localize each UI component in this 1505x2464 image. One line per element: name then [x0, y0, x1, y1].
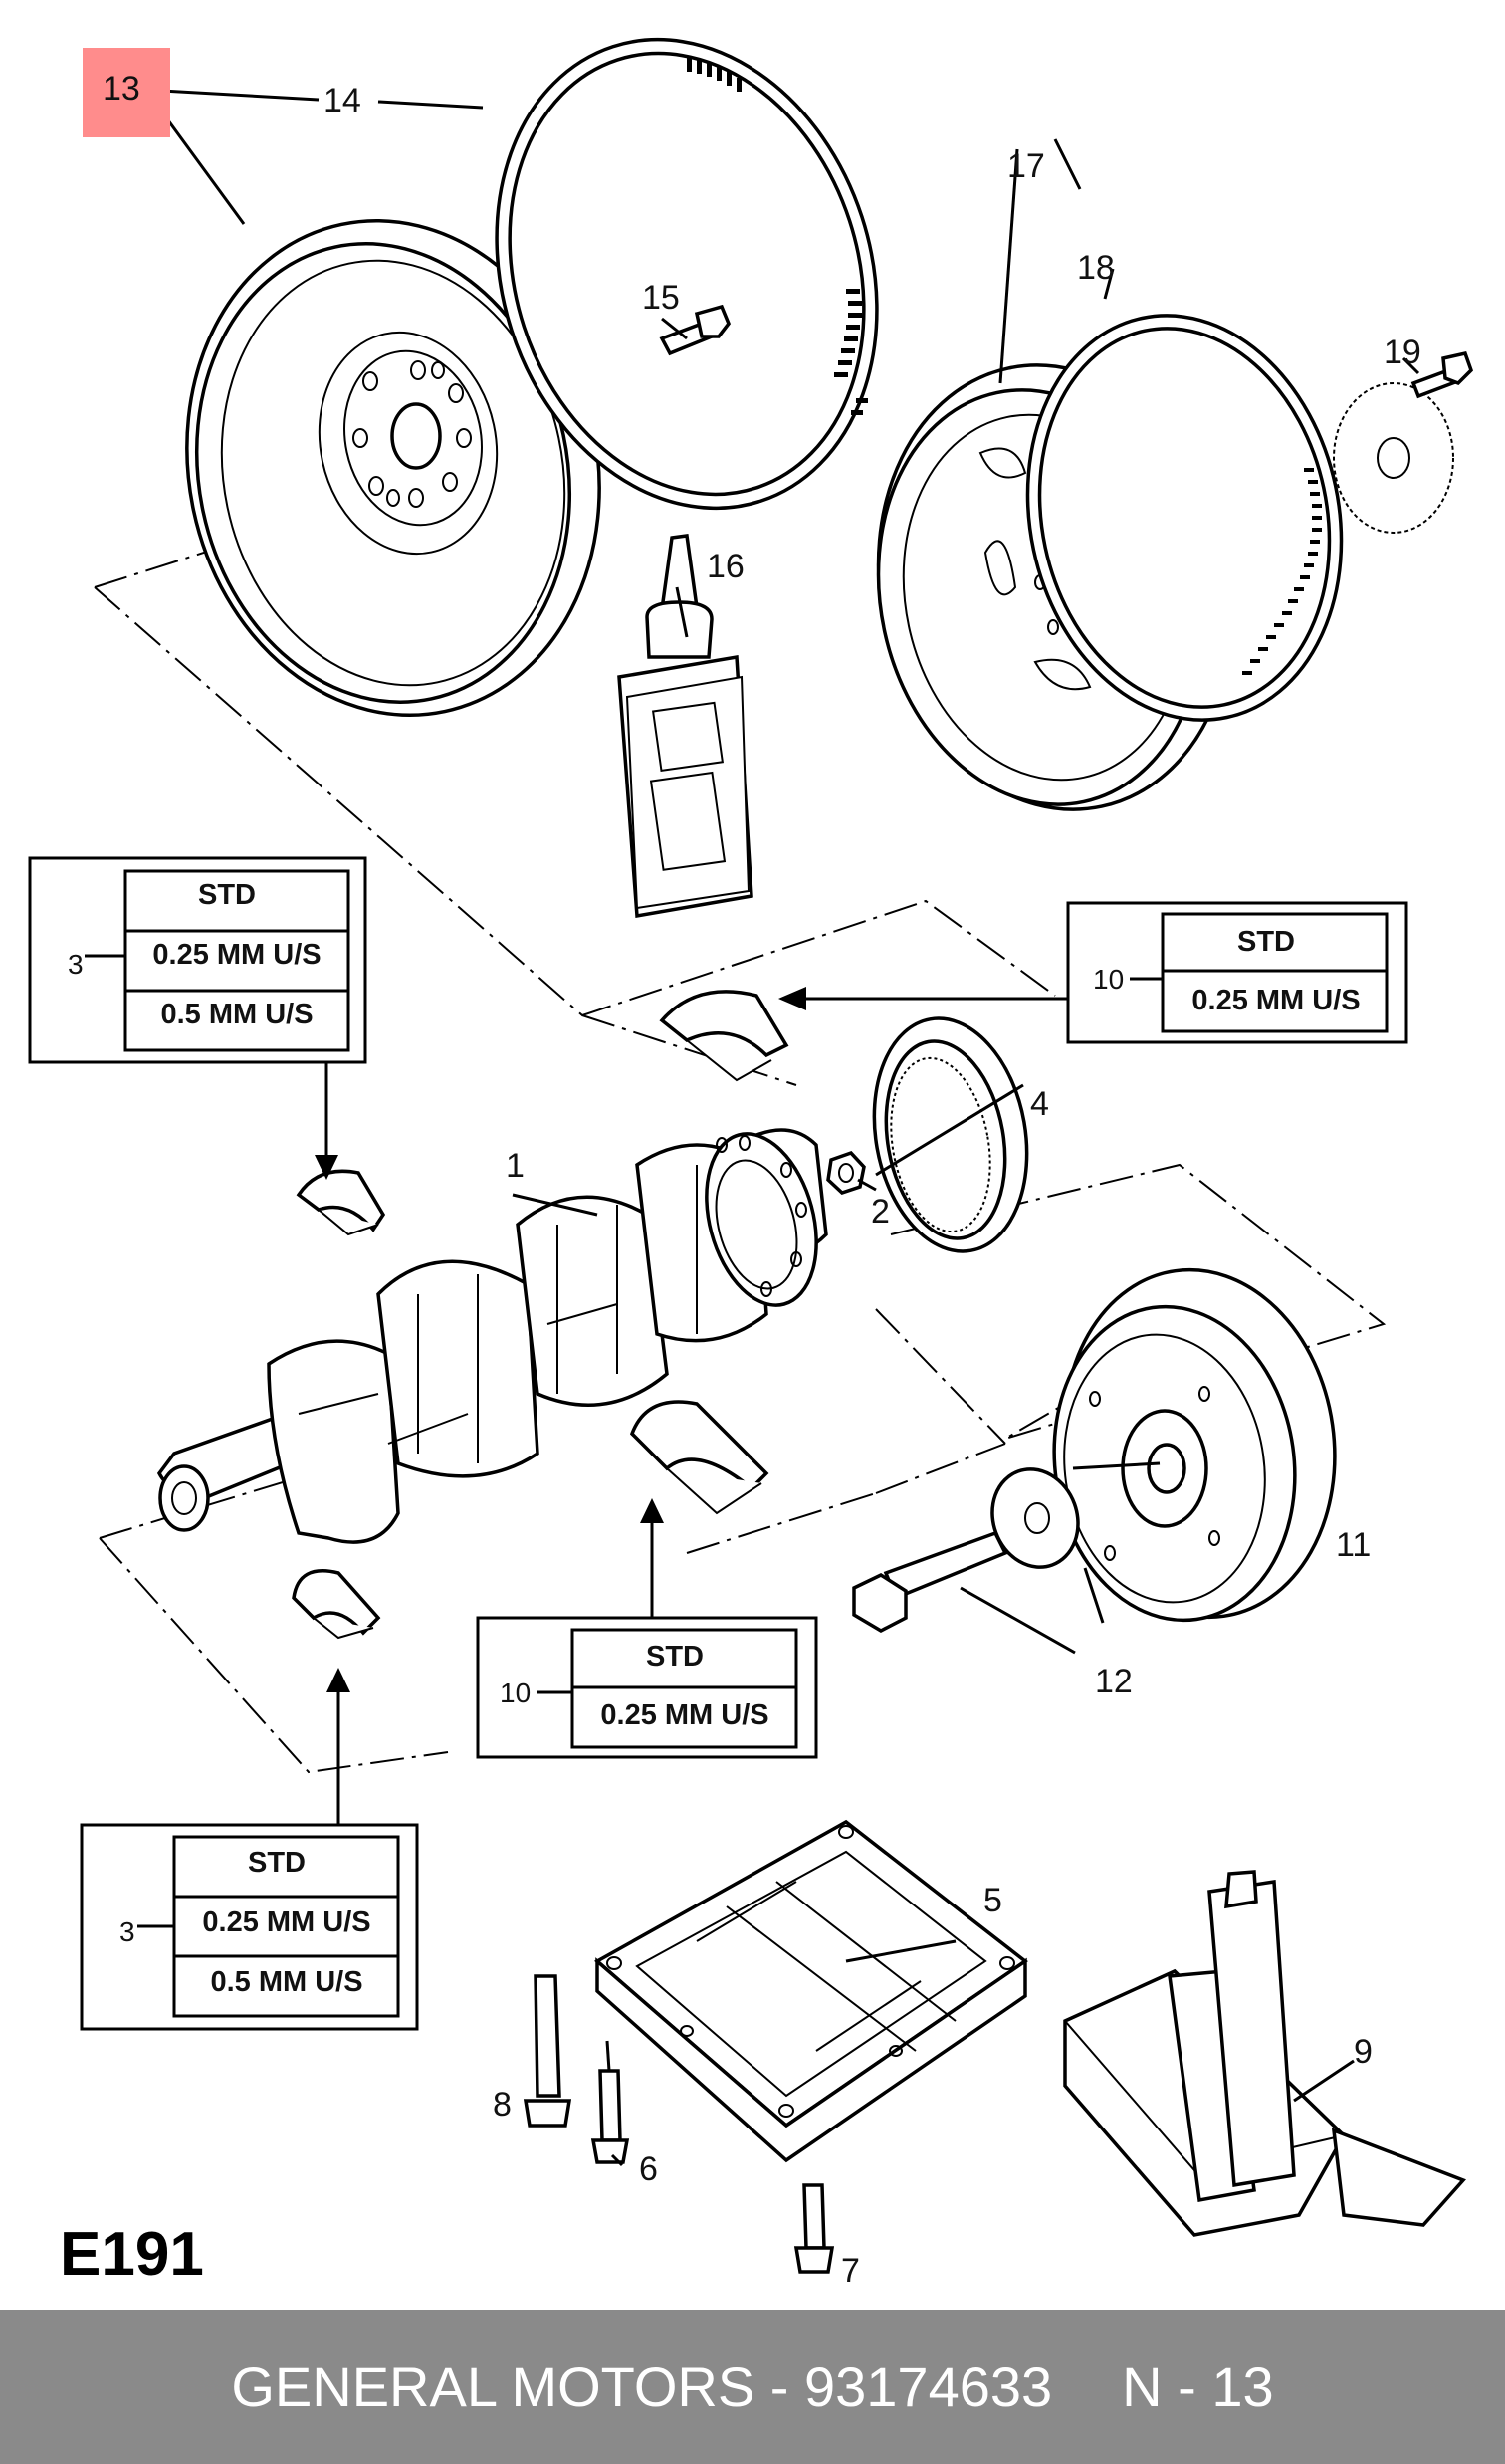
callout-4: 4: [1030, 1085, 1049, 1123]
bearing-shell-lower-middle: [629, 1400, 769, 1515]
bearing-shell-left-top: [296, 1169, 386, 1236]
bearing-bridge: [593, 1819, 1028, 2163]
table-10-right-row-1: STD: [1237, 926, 1295, 958]
dashed-frames: [94, 512, 1387, 1774]
callout-19: 19: [1384, 334, 1421, 371]
callout-14: 14: [323, 82, 361, 119]
table-3-top: [28, 856, 367, 1180]
table-3-bottom: [80, 1668, 419, 2031]
crank-pulley: [1052, 1267, 1337, 1623]
callout-6: 6: [639, 2150, 658, 2188]
callout-8: 8: [493, 2086, 512, 2124]
bolt-8: [523, 1974, 572, 2128]
bearing-shell-upper-right: [659, 990, 789, 1082]
table-3-top-row-3: 0.5 MM U/S: [160, 999, 313, 1030]
callout-10-bottom: 10: [500, 1678, 531, 1708]
bolt-7: [793, 2183, 835, 2274]
ring-gear: [495, 37, 879, 511]
callout-3-top: 3: [68, 949, 84, 980]
callout-15: 15: [642, 279, 680, 317]
callout-7: 7: [841, 2252, 860, 2290]
table-3-top-row-2: 0.25 MM U/S: [152, 939, 321, 971]
rear-seal: [872, 1016, 1029, 1253]
callout-16: 16: [707, 548, 745, 585]
table-10-right: [778, 901, 1408, 1044]
callout-18: 18: [1077, 249, 1115, 287]
callout-10-right: 10: [1093, 964, 1124, 995]
callout-13: 13: [103, 70, 140, 108]
callout-13-highlight: [83, 48, 170, 137]
footer-part-number: GENERAL MOTORS - 93174633: [231, 2355, 1053, 2418]
sensor-wheel: [1333, 350, 1474, 534]
table-10-bottom-row-1: STD: [646, 1641, 704, 1673]
callout-9: 9: [1354, 2033, 1373, 2071]
diagram-code: E191: [60, 2220, 204, 2289]
callout-5: 5: [983, 1882, 1002, 1919]
pilot-bearing: [826, 1150, 866, 1195]
crankshaft: [156, 1128, 828, 1544]
starter-ring: [1025, 314, 1344, 722]
table-3-bottom-row-1: STD: [248, 1847, 306, 1879]
bolt-6: [590, 2069, 630, 2164]
callout-17: 17: [1007, 147, 1045, 185]
callout-3-bottom: 3: [119, 1916, 135, 1947]
flywheel: [185, 219, 601, 717]
callout-12: 12: [1095, 1663, 1133, 1700]
parts-diagram: STD 0.25 MM U/S 0.5 MM U/S STD 0.25 MM U…: [28, 37, 1474, 2290]
footer-bar: GENERAL MOTORS - 93174633 N - 13: [0, 2310, 1505, 2464]
footer-page-reference: N - 13: [1122, 2355, 1274, 2418]
table-10-bottom: [476, 1498, 818, 1759]
callout-11: 11: [1336, 1526, 1371, 1564]
bearing-shell-left-bottom: [292, 1569, 381, 1640]
table-3-bottom-row-3: 0.5 MM U/S: [210, 1966, 362, 1998]
pulley-bolt-and-washer: [852, 1467, 1080, 1634]
callout-1: 1: [506, 1147, 525, 1185]
sealant-kit: [1063, 1870, 1466, 2237]
callout-2: 2: [871, 1193, 890, 1231]
callout-labels: 13 14 15 16 17 18 19 3 10 4 1 2 11 12 10…: [68, 70, 1421, 2290]
table-10-bottom-row-2: 0.25 MM U/S: [600, 1699, 768, 1731]
table-3-top-row-1: STD: [198, 879, 256, 911]
table-10-right-row-2: 0.25 MM U/S: [1191, 985, 1360, 1016]
table-3-bottom-row-2: 0.25 MM U/S: [202, 1906, 370, 1938]
sealant-bottle: [617, 534, 753, 919]
